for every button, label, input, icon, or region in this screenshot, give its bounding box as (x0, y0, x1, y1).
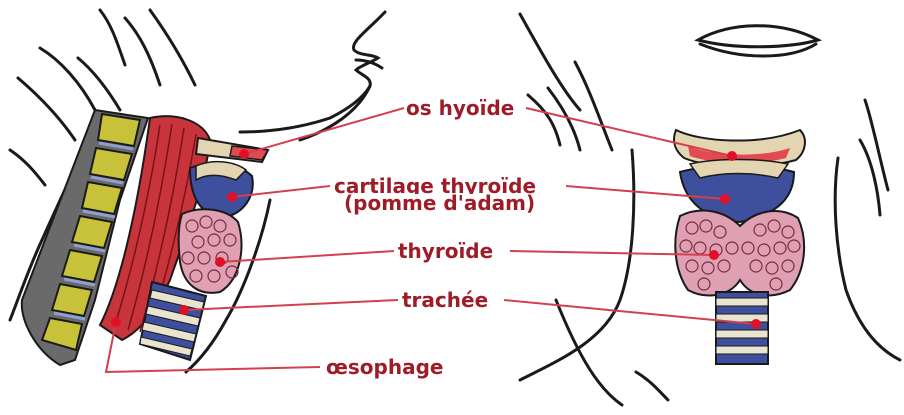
marker-os-hyoide-right (727, 151, 737, 161)
left-thyroid-gland (179, 209, 242, 293)
label-os-hyoide: os hyoïde (404, 98, 516, 118)
left-trachea (140, 282, 206, 360)
label-pomme-adam: (pomme d'adam) (342, 194, 537, 212)
label-thyroide: thyroïde (396, 241, 495, 261)
marker-trachee-right (751, 319, 761, 329)
marker-thyroide-left (215, 257, 225, 267)
right-thyroid-gland (675, 211, 804, 296)
marker-trachee-left (179, 305, 189, 315)
label-oesophage: œsophage (324, 357, 445, 377)
marker-thyroide-right (709, 250, 719, 260)
label-trachee: trachée (400, 290, 490, 310)
marker-oesophage (111, 317, 121, 327)
right-trachea (716, 292, 768, 364)
marker-os-hyoide-left (239, 149, 249, 159)
marker-cartilage-right (720, 194, 730, 204)
marker-cartilage-left (227, 192, 237, 202)
